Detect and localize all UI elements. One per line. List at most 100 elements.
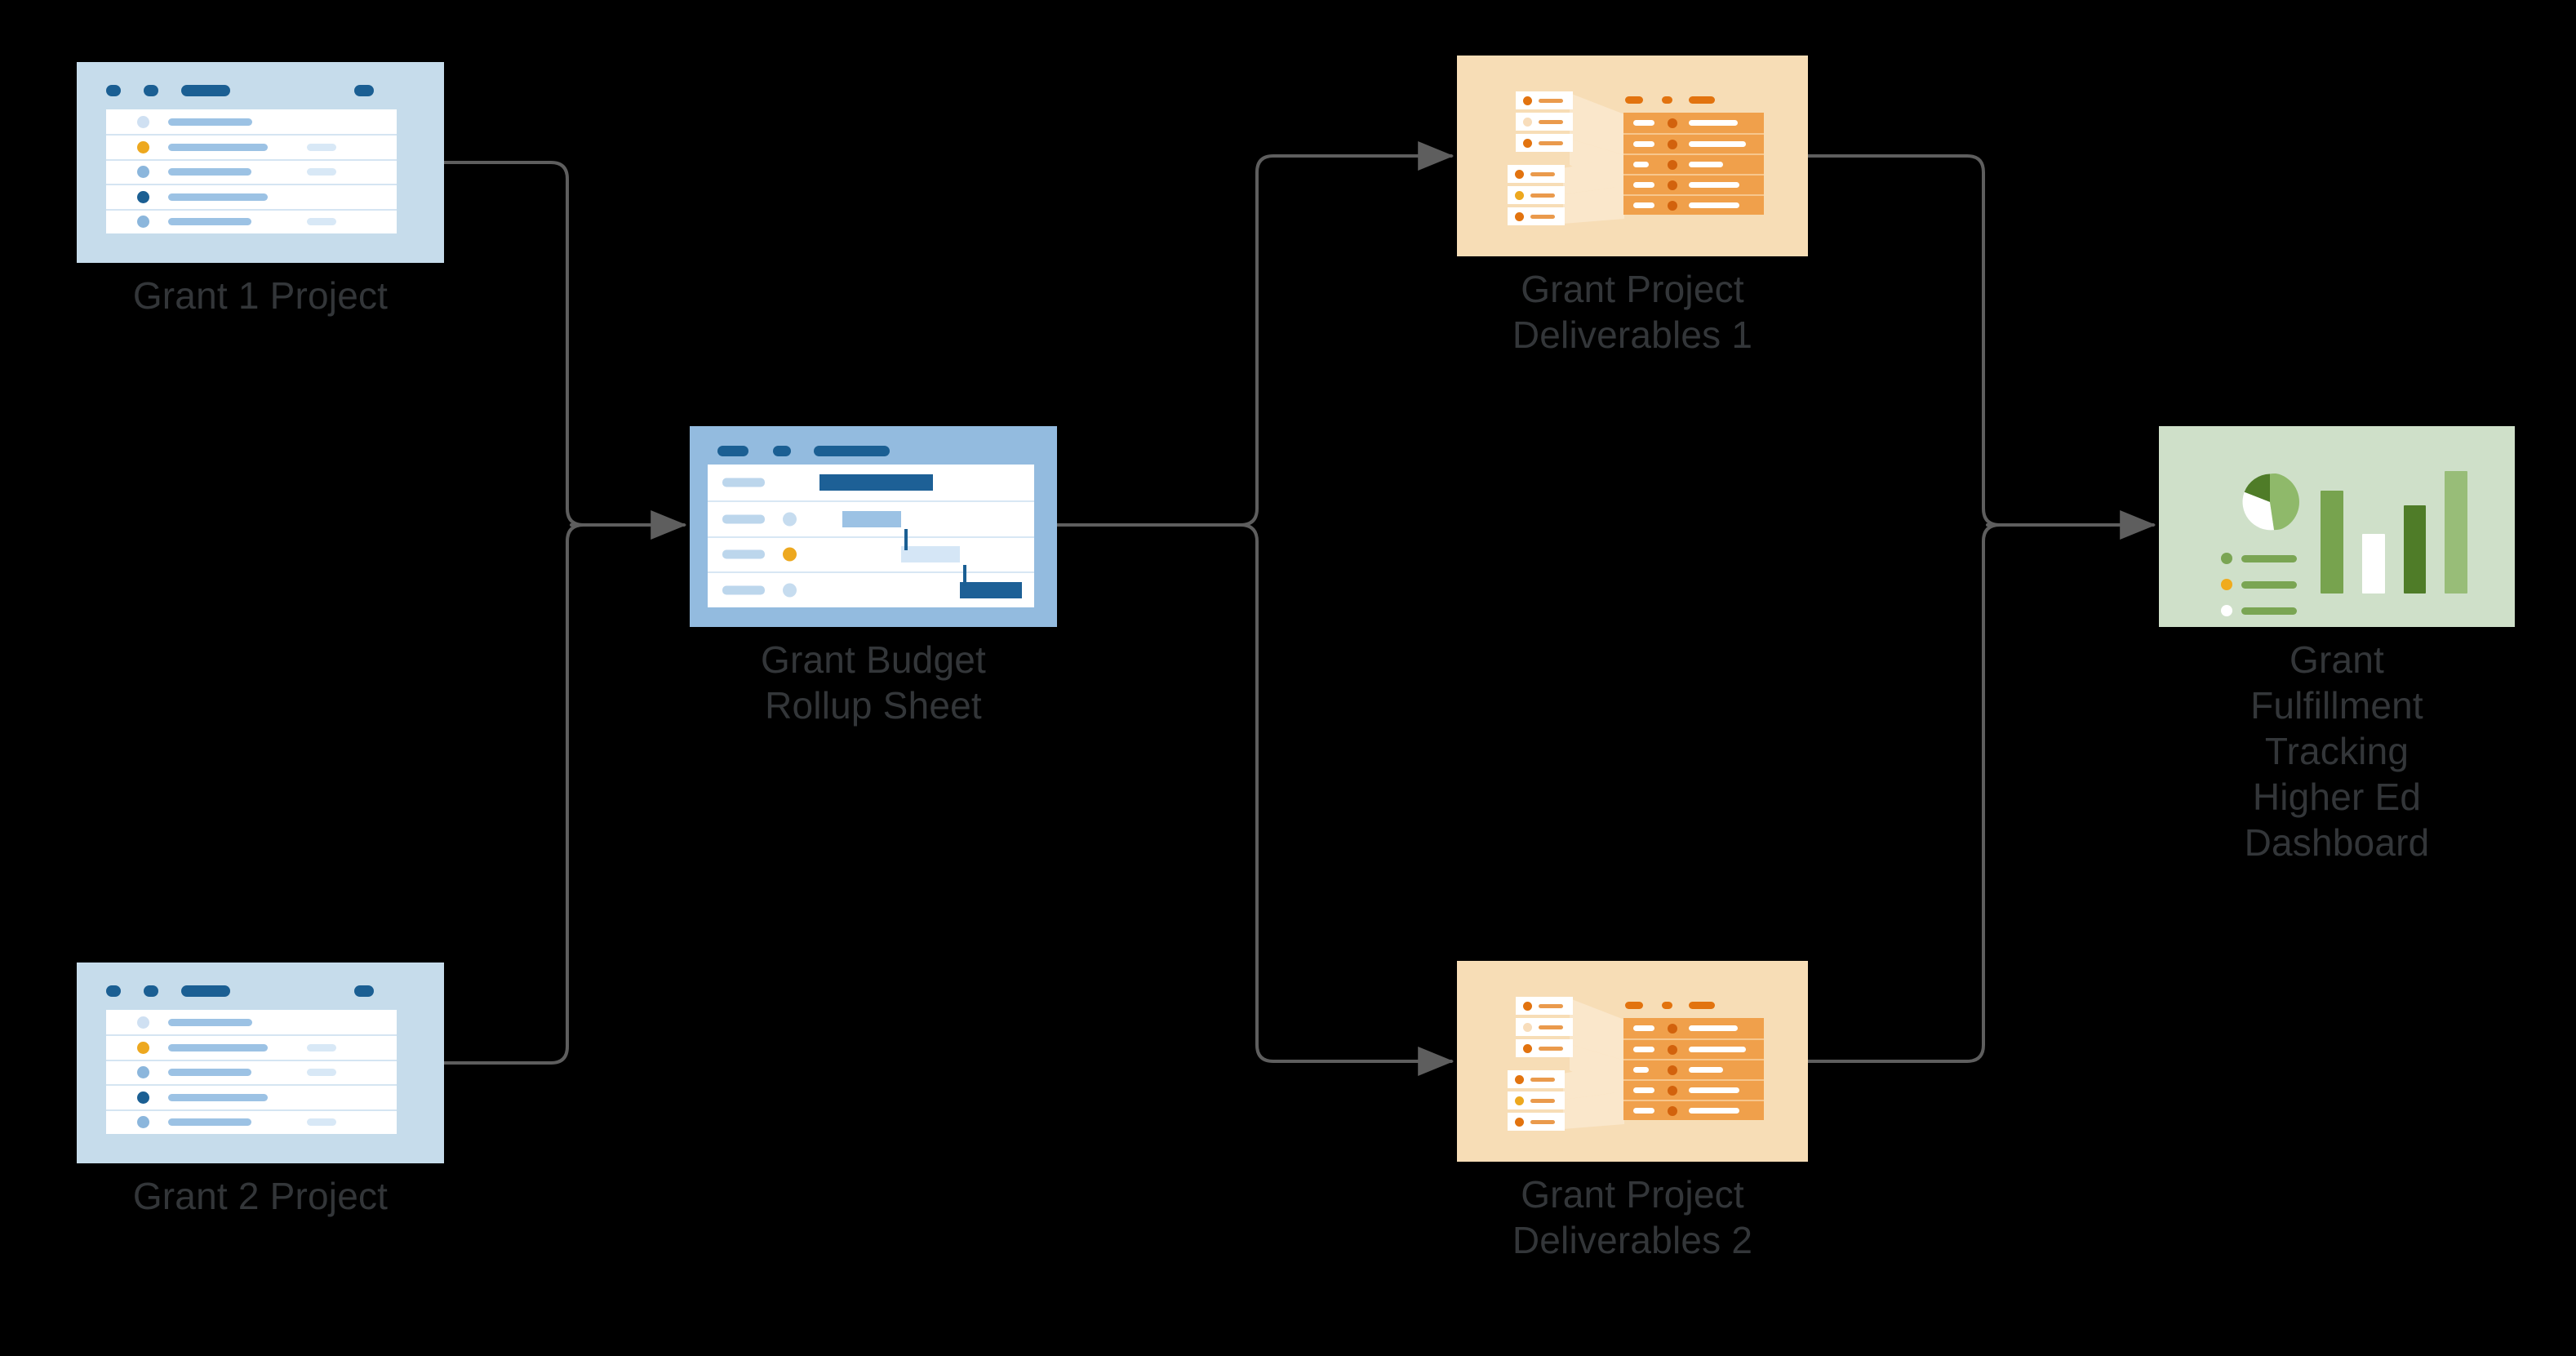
cell-bar-1 (1633, 162, 1649, 167)
table-row[interactable] (106, 1109, 397, 1134)
node-grant-1-project[interactable]: Grant 1 Project (77, 62, 444, 317)
status-dot (1668, 118, 1677, 128)
grant-project-deliverables-2-card[interactable] (1457, 961, 1808, 1162)
table-row[interactable] (106, 109, 397, 134)
list-item[interactable] (1516, 1039, 1573, 1057)
status-dot (1668, 180, 1677, 190)
grant-project-deliverables-1-card[interactable] (1457, 56, 1808, 256)
table-row[interactable] (106, 184, 397, 208)
list-item[interactable] (1508, 165, 1565, 183)
header-pill-3 (181, 85, 230, 96)
node-grant-project-deliverables-2[interactable]: Grant Project Deliverables 2 (1457, 961, 1808, 1261)
status-dot (1668, 1085, 1677, 1096)
table-row[interactable] (1623, 1038, 1764, 1059)
bar-4[interactable] (2445, 471, 2467, 594)
chart-legend (2221, 553, 2311, 616)
row-label-bar (722, 478, 765, 487)
node-label: Grant 2 Project (132, 1175, 389, 1217)
list-item[interactable] (1516, 91, 1573, 109)
gantt-bar[interactable] (842, 510, 901, 527)
list-item[interactable] (1508, 207, 1565, 225)
node-grant-budget-rollup-sheet[interactable]: Grant Budget Rollup Sheet (690, 426, 1057, 727)
grant-budget-rollup-sheet-card[interactable] (690, 426, 1057, 627)
table-row[interactable] (1623, 113, 1764, 133)
merged-table (1623, 113, 1764, 215)
card-header-pills (106, 85, 416, 96)
node-grant-fulfillment-tracking-higher-ed-dashboard[interactable]: Grant Fulfillment Tracking Higher Ed Das… (2159, 426, 2515, 864)
edge-grant2-to-budget (442, 523, 585, 1065)
status-dot (137, 1091, 149, 1104)
table-row[interactable] (1623, 1079, 1764, 1100)
status-dot (1523, 96, 1532, 105)
table-row[interactable] (1623, 1018, 1764, 1038)
list-item[interactable] (1508, 1070, 1565, 1088)
status-dot (783, 547, 797, 562)
cell-bar-2 (1689, 1025, 1738, 1031)
table-row[interactable] (1623, 153, 1764, 174)
cell-bar-2 (1689, 202, 1739, 208)
pie-chart[interactable] (2241, 473, 2299, 531)
status-dot (137, 1116, 149, 1129)
row-title-bar (168, 1069, 251, 1077)
legend-item[interactable] (2221, 605, 2311, 616)
legend-swatch (2221, 605, 2232, 616)
list-item[interactable] (1516, 997, 1573, 1015)
dependency-connector (898, 529, 908, 550)
gantt-row[interactable] (708, 571, 1034, 607)
table-row[interactable] (106, 1084, 397, 1109)
list-item[interactable] (1516, 113, 1573, 131)
bar-chart[interactable] (2321, 463, 2467, 594)
cell-bar-1 (1633, 202, 1654, 208)
table-row[interactable] (106, 1010, 397, 1034)
bar-3[interactable] (2403, 505, 2427, 594)
gantt-row[interactable] (708, 536, 1034, 572)
cell-bar-1 (1633, 1108, 1654, 1114)
grant-1-project-card[interactable] (77, 62, 444, 263)
legend-item[interactable] (2221, 579, 2311, 590)
table-row[interactable] (106, 208, 397, 233)
status-dot (137, 115, 149, 128)
row-title-bar (168, 193, 268, 201)
gantt-bar[interactable] (960, 582, 1022, 599)
status-dot (1668, 1105, 1677, 1116)
gantt-bar[interactable] (901, 546, 960, 563)
row-meta-bar (307, 1069, 336, 1077)
list-item[interactable] (1516, 134, 1573, 152)
row-title-bar (168, 218, 251, 226)
node-label: Grant Project Deliverables 2 (1512, 1173, 1753, 1262)
list-item[interactable] (1516, 1018, 1573, 1036)
status-dot (137, 190, 149, 203)
gantt-row[interactable] (708, 500, 1034, 536)
table-row[interactable] (1623, 194, 1764, 215)
list-item[interactable] (1508, 1113, 1565, 1131)
cell-bar-2 (1689, 1067, 1723, 1073)
header-pill-1 (106, 85, 121, 96)
table-row[interactable] (106, 158, 397, 184)
status-dot (1523, 1043, 1532, 1053)
table-row[interactable] (106, 1034, 397, 1059)
list-item[interactable] (1508, 186, 1565, 204)
grant-2-project-card[interactable] (77, 963, 444, 1163)
gantt-row[interactable] (708, 465, 1034, 500)
table-row[interactable] (1623, 1100, 1764, 1120)
legend-item[interactable] (2221, 553, 2311, 564)
node-grant-project-deliverables-1[interactable]: Grant Project Deliverables 1 (1457, 56, 1808, 356)
bar-1[interactable] (2321, 491, 2343, 594)
dashboard-card[interactable] (2159, 426, 2515, 627)
table-row[interactable] (106, 1059, 397, 1084)
bar-2[interactable] (2361, 534, 2385, 594)
gantt-sheet (708, 465, 1034, 607)
header-pill-2 (144, 985, 158, 997)
table-row[interactable] (1623, 1059, 1764, 1079)
gantt-bar[interactable] (819, 473, 933, 491)
table-row[interactable] (106, 134, 397, 158)
header-pill-1 (1625, 1002, 1643, 1009)
cell-bar-2 (1689, 1047, 1746, 1052)
list-item[interactable] (1508, 1091, 1565, 1109)
row-meta-bar (307, 218, 336, 226)
row-meta-bar (307, 144, 336, 152)
status-dot (1515, 1117, 1524, 1127)
table-row[interactable] (1623, 174, 1764, 194)
node-grant-2-project[interactable]: Grant 2 Project (77, 963, 444, 1217)
table-row[interactable] (1623, 133, 1764, 153)
